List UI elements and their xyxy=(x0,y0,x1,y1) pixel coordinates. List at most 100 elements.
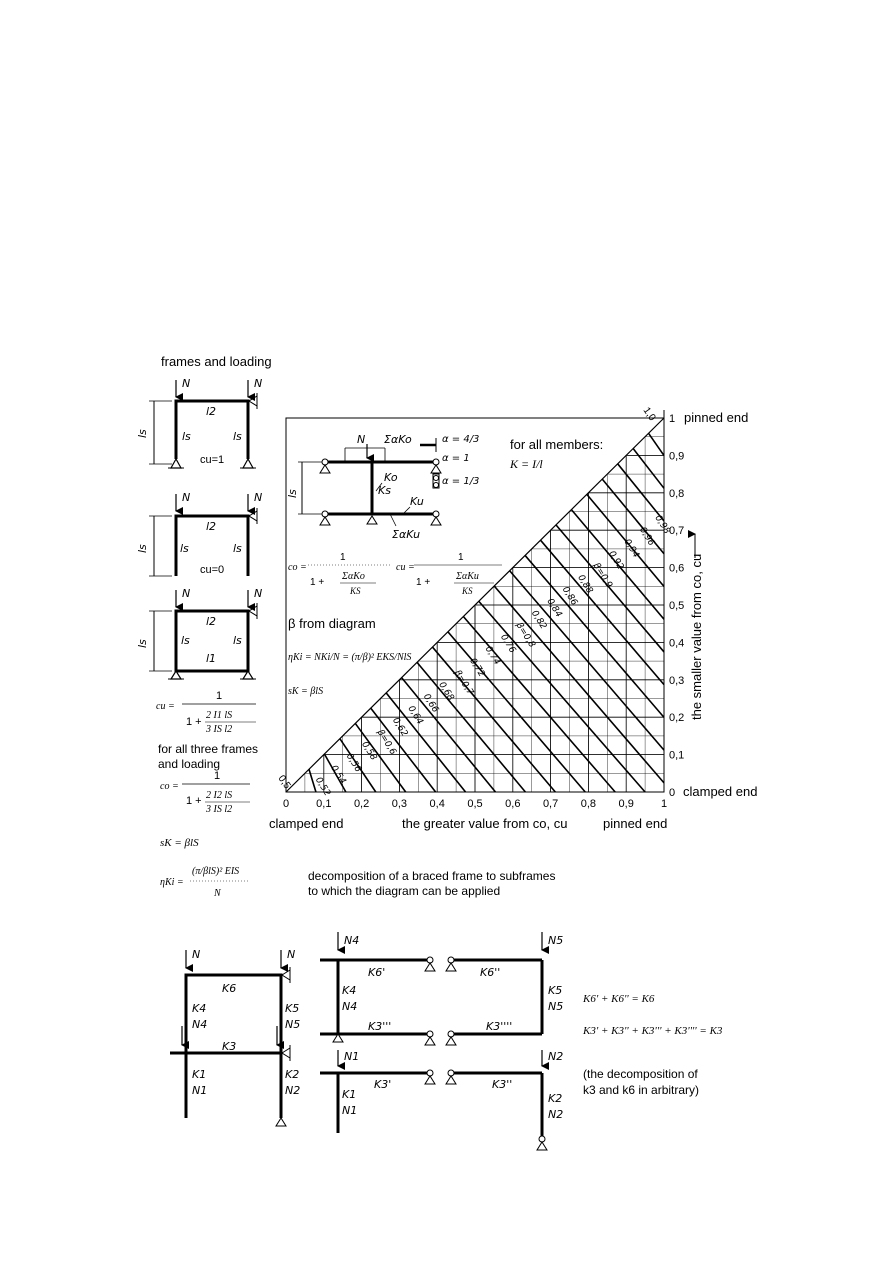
x-tick-label: 0,9 xyxy=(619,798,634,810)
inset-alpha-1: α = 1 xyxy=(442,453,470,464)
beta-label: 0,68 xyxy=(436,680,455,703)
frame-1 xyxy=(149,380,258,469)
svg-text:KS: KS xyxy=(461,586,473,596)
bf-N2: N2 xyxy=(285,1084,300,1097)
beta-label: 0,64 xyxy=(406,704,425,727)
svg-text:co =: co = xyxy=(160,781,179,792)
inset-alpha-13: α = 1/3 xyxy=(442,476,479,487)
frame1-c: cu=1 xyxy=(200,454,224,466)
beta-curve xyxy=(385,692,467,793)
svg-text:1: 1 xyxy=(214,770,220,782)
x-tick-label: 0,6 xyxy=(505,798,520,810)
svg-text:3 IS l2: 3 IS l2 xyxy=(205,724,232,735)
left-formula-cu: cu = 1 1 + 2 I1 lS 3 IS l2 xyxy=(156,690,256,735)
braced-frame xyxy=(170,950,291,1127)
bf-K4: K4 xyxy=(192,1002,206,1015)
lo-N2: N2 xyxy=(548,1050,563,1063)
y-tick-label: 0,5 xyxy=(669,600,684,612)
frame1-col-right: ls xyxy=(233,430,242,443)
x-tick-label: 0,5 xyxy=(467,798,482,810)
chart-diagonal xyxy=(285,417,665,793)
svg-text:ΣαKu: ΣαKu xyxy=(455,571,479,582)
inset-eta-formula: ηKi = NKi/N = (π/β)² EKS/NlS xyxy=(288,652,411,663)
inset-sum-top: ΣαKo xyxy=(384,433,412,446)
beta-curve xyxy=(617,463,665,522)
beta-label: 0,52 xyxy=(313,776,332,799)
frame1-beam-label: l2 xyxy=(206,405,216,418)
decomp-note-1: (the decomposition of xyxy=(583,1067,698,1081)
bf-N-left: N xyxy=(192,948,200,961)
y-tick-label: 0,6 xyxy=(669,563,684,575)
x-tick-label: 0,3 xyxy=(392,798,407,810)
y-tick-label: 0,3 xyxy=(669,675,684,687)
frame1-col-left: ls xyxy=(182,430,191,443)
up-K5: K5 xyxy=(548,984,562,997)
x-tick-label: 0,8 xyxy=(581,798,596,810)
y-tick-label: 1 xyxy=(669,413,675,425)
label-1-0: 1,0 xyxy=(641,405,658,423)
upper-subframe xyxy=(320,932,549,1046)
y-axis-title: the smaller value from co, cu xyxy=(689,554,704,720)
frame1-N-right: N xyxy=(254,377,262,390)
up-N5b: N5 xyxy=(548,1000,563,1013)
x-axis-title: the greater value from co, cu xyxy=(402,816,567,831)
y-tick-label: 0,8 xyxy=(669,488,684,500)
svg-text:1 +: 1 + xyxy=(310,577,324,588)
beta-label: 0,72 xyxy=(467,657,486,680)
svg-text:ΣαKo: ΣαKo xyxy=(341,571,365,582)
frames-header: frames and loading xyxy=(161,354,272,369)
left-formula-eta: ηKi = (π/βlS)² EIS N xyxy=(160,866,250,899)
svg-text:2 I1 lS: 2 I1 lS xyxy=(206,710,232,721)
beta-curve xyxy=(354,722,407,793)
svg-text:2 I2 lS: 2 I2 lS xyxy=(206,790,232,801)
beta-curve xyxy=(647,432,665,457)
svg-text:cu =: cu = xyxy=(396,562,415,573)
y-tick-labels: 00,10,20,30,40,50,60,70,80,91 xyxy=(669,413,684,799)
y-tick-label: 0,7 xyxy=(669,525,684,537)
decomp-title-1: decomposition of a braced frame to subfr… xyxy=(308,869,555,883)
equation-K6: K6' + K6'' = K6 xyxy=(582,993,655,1005)
K-definition: K = I/l xyxy=(509,457,543,471)
beta-label: 0,74 xyxy=(483,645,502,668)
inset-Ku: Ku xyxy=(410,495,424,508)
chart-grid xyxy=(304,436,664,792)
frame3-col-right: ls xyxy=(233,634,242,647)
frame2-c: cu=0 xyxy=(200,564,224,576)
beta-label: 0,56 xyxy=(344,752,363,775)
svg-text:3 IS l2: 3 IS l2 xyxy=(205,804,232,815)
up-K3ppp: K3''' xyxy=(368,1020,391,1033)
beta-label: 0,54 xyxy=(328,764,347,787)
up-K6p: K6' xyxy=(368,966,385,979)
up-K4: K4 xyxy=(342,984,356,997)
lo-N1b: N1 xyxy=(342,1104,357,1117)
y-tick-label: 0,1 xyxy=(669,750,684,762)
lo-K1: K1 xyxy=(342,1088,356,1101)
beta-curve xyxy=(431,646,556,793)
beta-curve xyxy=(400,677,497,793)
beta-curve xyxy=(493,585,665,784)
bf-K1: K1 xyxy=(192,1068,206,1081)
inset-co-formula: co = 1 1 + ΣαKo KS xyxy=(288,552,392,596)
left-note-1: for all three frames xyxy=(158,742,258,756)
up-N4b: N4 xyxy=(342,1000,357,1013)
frame2-col-right: ls xyxy=(233,542,242,555)
beta-curve xyxy=(308,769,317,793)
svg-text:ηKi =: ηKi = xyxy=(160,877,184,888)
beta-curve xyxy=(416,661,527,793)
frame3-col-left: ls xyxy=(181,634,190,647)
beta-label: 0,62 xyxy=(390,716,409,739)
beta-curve xyxy=(632,448,665,489)
beta-curve xyxy=(339,738,377,793)
beta-label: 0,96 xyxy=(637,526,656,549)
frame2-N-left: N xyxy=(182,491,190,504)
svg-text:1 +: 1 + xyxy=(186,795,202,807)
decomp-note-2: k3 and k6 in arbitrary) xyxy=(583,1083,699,1097)
beta-curve xyxy=(601,478,665,555)
inset-Ko: Ko xyxy=(384,471,398,484)
beta-label: 0,76 xyxy=(498,633,517,656)
svg-text:1: 1 xyxy=(458,552,464,563)
beta-label: β=0,9 xyxy=(590,560,614,590)
